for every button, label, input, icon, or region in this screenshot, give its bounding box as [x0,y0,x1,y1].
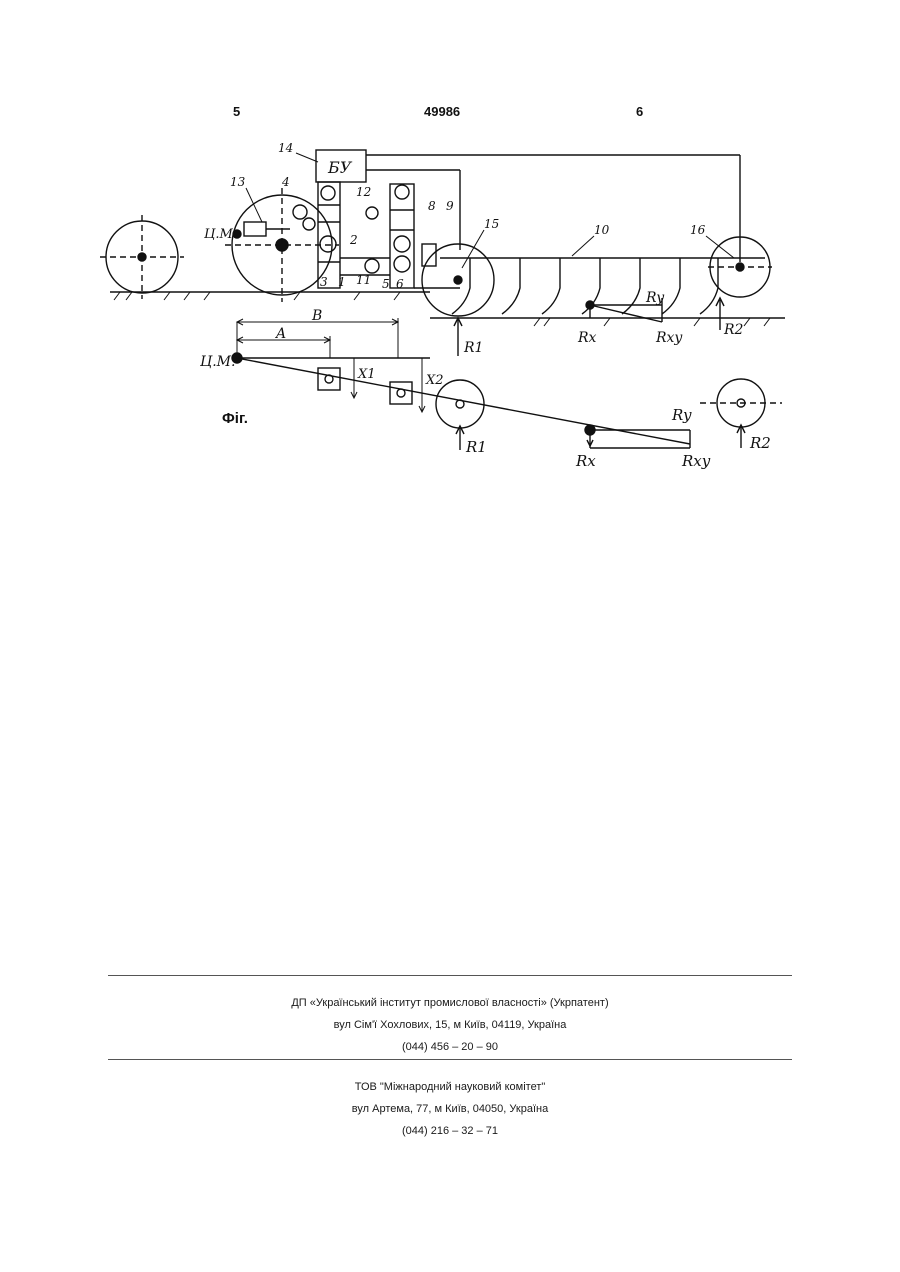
control-block-label: БУ [327,158,353,177]
middle-divider [108,1059,792,1060]
rxy-label-top: Rxy [655,330,683,346]
printer-phone: (044) 216 – 32 – 71 [108,1120,792,1142]
r2-label-bottom: R2 [749,434,771,452]
callout-13: 13 [230,175,246,189]
callout-15: 15 [484,217,499,231]
lower-schematic: Ц.М. A B X1 [200,308,782,470]
printer-address: вул Артема, 77, м Київ, 04050, Україна [108,1098,792,1120]
printer-name: ТОВ "Міжнародний науковий комітет" [108,1076,792,1098]
callout-8: 8 [428,199,436,213]
callout-11: 11 [356,273,371,287]
callout-6: 6 [396,277,404,291]
upper-side-view: БУ [100,141,785,356]
x2-label: X2 [425,373,444,388]
publisher-address: вул Сім'ї Хохлових, 15, м Київ, 04119, У… [108,1014,792,1036]
r1-label-top: R1 [463,340,483,356]
callout-14: 14 [278,141,293,155]
r1-label-bottom: R1 [465,438,487,456]
publisher-phone: (044) 456 – 20 – 90 [108,1036,792,1058]
com-label-bottom: Ц.М. [200,354,235,370]
r2-label-top: R2 [723,322,744,338]
callout-4: 4 [281,175,290,189]
com-label-top: Ц.М. [204,227,237,242]
support-wheel-15 [422,244,494,316]
callout-12: 12 [356,185,371,199]
publisher-name: ДП «Український інститут промислової вла… [108,992,792,1014]
figure-caption: Фіг. [222,410,248,427]
rx-label-bottom: Rx [575,452,596,470]
control-block: БУ [316,150,366,182]
top-divider [108,975,792,976]
dim-b-label: B [311,308,322,324]
callout-1: 1 [338,275,346,289]
callout-16: 16 [690,223,706,237]
rx-label-top: Rx [577,330,597,346]
callout-2: 2 [349,233,358,247]
callout-3: 3 [320,275,328,289]
technical-drawing: БУ [0,0,900,480]
callout-9: 9 [446,199,454,213]
rxy-label-bottom: Rxy [681,452,711,470]
front-wheel [100,215,184,299]
ry-label-top: Ry [645,290,665,306]
x1-label: X1 [357,367,376,382]
ry-label-bottom: Ry [671,406,692,424]
dim-a-label: A [274,326,286,342]
callout-10: 10 [594,223,610,237]
printer-block: ТОВ "Міжнародний науковий комітет" вул А… [108,1076,792,1142]
callout-5: 5 [382,277,390,291]
publisher-block: ДП «Український інститут промислової вла… [108,992,792,1058]
